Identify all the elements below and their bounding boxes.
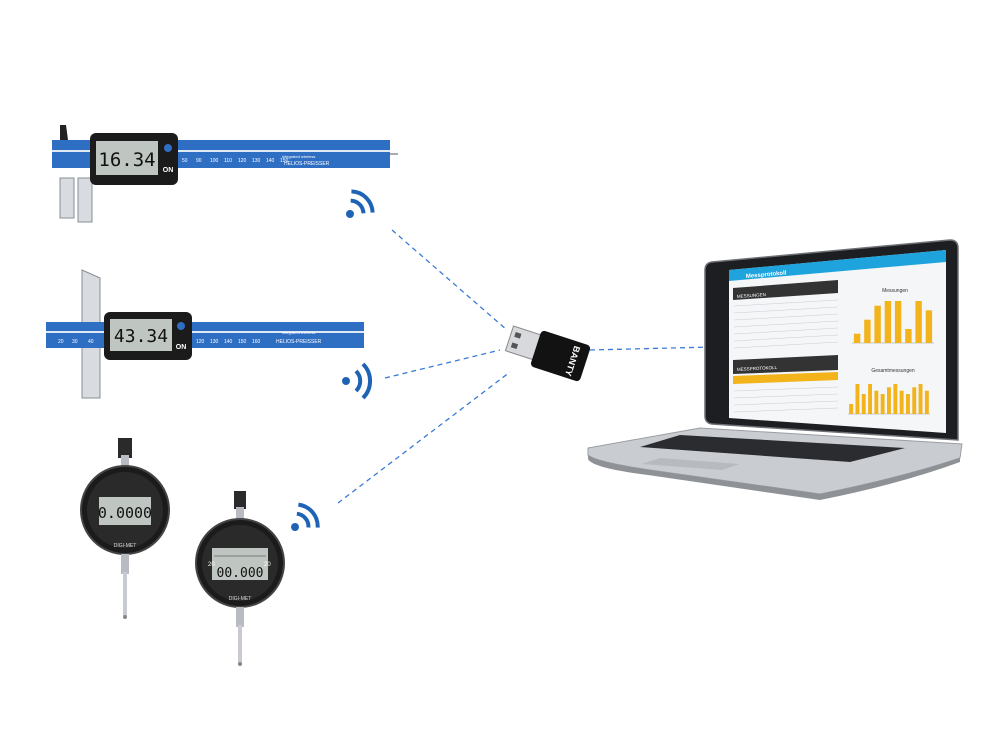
chart-bar: [906, 394, 910, 414]
scale-label: 90: [196, 158, 202, 164]
chart-bar: [874, 305, 881, 343]
laptop-section1: MESSUNGEN: [737, 292, 766, 299]
wifi-icon: [346, 189, 375, 218]
gauge1-model: DIGI-MET: [114, 543, 137, 549]
connection-line-laptop: [589, 346, 713, 351]
integrated-label: integrated wireless: [282, 330, 315, 335]
laptop: Messprotokoll MESSUNGEN MESSPROTOKOLL Me…: [587, 239, 963, 500]
wifi-icon: [342, 362, 373, 400]
usb-dongle: BANTY: [504, 325, 591, 382]
gear-icon: [164, 144, 172, 152]
connection-line-caliper2: [384, 349, 501, 379]
gear-icon: [177, 322, 185, 330]
gauge2-scale-left: 20: [208, 562, 215, 568]
scale-label: 130: [210, 339, 219, 345]
gauge2-reading: 00.000: [217, 566, 264, 581]
connection-lines: [337, 229, 713, 504]
chart-bar: [912, 387, 917, 414]
laptop-app-title: Messprotokoll: [746, 270, 787, 280]
chart-bar: [874, 390, 879, 414]
chart-bar: [918, 384, 923, 414]
scale-label: 20: [58, 339, 64, 345]
gauge1-reading: 0.0000: [98, 504, 152, 522]
scale-label: 120: [238, 158, 247, 164]
chart-bar: [884, 301, 892, 343]
chart-bar: [887, 387, 891, 414]
chart-bar: [894, 301, 902, 343]
chart-bar: [864, 319, 871, 343]
scale-label: 140: [224, 339, 233, 345]
caliper-depth: 43.34 ON 20 30 40 120 130 140 150 160 in…: [46, 269, 364, 399]
gauge2-scale-right: 20: [264, 562, 271, 568]
chart-bar: [880, 394, 885, 414]
laptop-chart2-title: Gesamtmessungen: [871, 368, 915, 374]
scale-label: 50: [182, 158, 188, 164]
chart-bar: [915, 301, 922, 343]
chart-bar: [893, 384, 898, 414]
caliper1-on-badge: ON: [163, 167, 174, 174]
laptop-chart1-title: Messungen: [882, 288, 908, 294]
caliper2-reading: 43.34: [114, 326, 168, 347]
dial-gauge-1: 0.0000 DIGI-MET: [80, 438, 170, 619]
connection-line-caliper1: [391, 229, 508, 331]
chart-bar: [905, 329, 912, 343]
chart-bar: [924, 390, 929, 414]
scale-label: 150: [280, 158, 289, 164]
integrated-label: integrated wireless: [282, 154, 315, 159]
scale-label: 130: [252, 158, 261, 164]
chart-bar: [855, 384, 860, 414]
brand-label: HELIOS-PREISSER: [284, 161, 330, 167]
gauge2-model: DIGI-MET: [229, 596, 252, 602]
caliper2-on-badge: ON: [176, 344, 187, 351]
wifi-icon: [291, 502, 320, 531]
scale-label: 140: [266, 158, 275, 164]
table-rows: [733, 386, 839, 413]
chart-bar: [849, 404, 854, 414]
scale-label: 100: [210, 158, 219, 164]
caliper1-reading: 16.34: [98, 149, 155, 171]
scale-label: 110: [224, 158, 232, 164]
connection-line-gauges: [337, 371, 511, 504]
brand-label: HELIOS-PREISSER: [276, 339, 322, 345]
scale-label: 30: [72, 339, 78, 345]
laptop-chart-2: [848, 384, 930, 415]
chart-bar: [853, 333, 861, 343]
scale-label: 120: [196, 339, 205, 345]
laptop-chart-1: [852, 301, 934, 344]
dial-gauge-2: 20 20 00.000 DIGI-MET: [195, 491, 285, 666]
chart-bar: [861, 394, 866, 414]
caliper-top: 16.34 ON 50 90 100 110 120 130 140 150 i…: [52, 125, 398, 223]
chart-bar: [925, 310, 933, 343]
scale-label: 40: [88, 339, 94, 345]
scale-label: 160: [252, 339, 261, 345]
laptop-section2: MESSPROTOKOLL: [737, 365, 778, 372]
chart-bar: [899, 390, 904, 414]
table-rows: [733, 299, 839, 349]
chart-bar: [868, 384, 872, 414]
scale-label: 150: [238, 339, 247, 345]
